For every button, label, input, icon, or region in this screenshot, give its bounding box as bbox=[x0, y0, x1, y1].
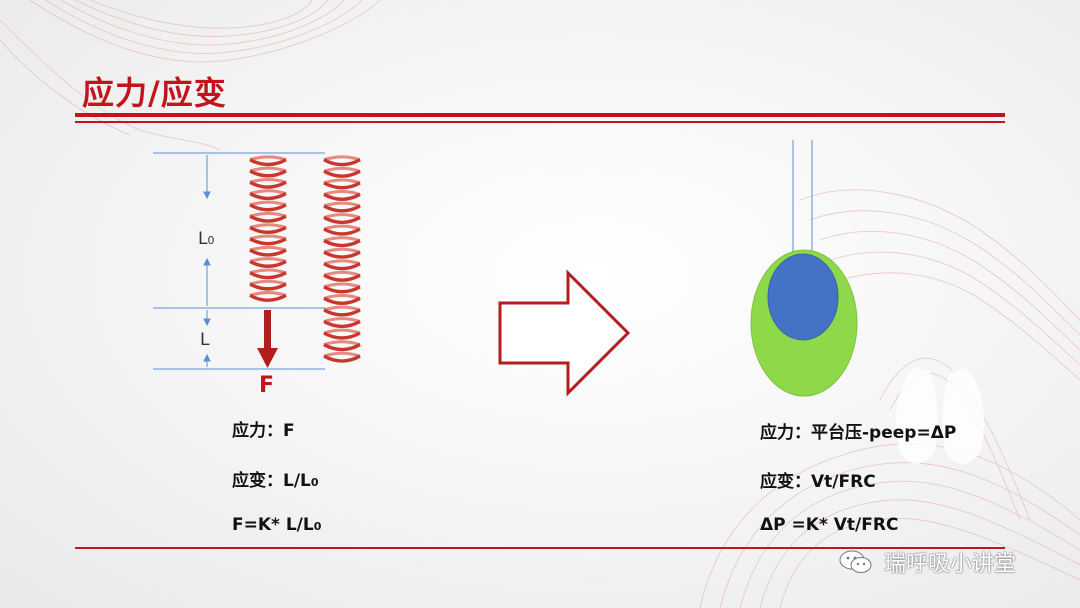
force-label: F bbox=[259, 373, 275, 398]
spring-long-coil-front bbox=[323, 227, 361, 236]
spring-long-coil-front bbox=[323, 285, 361, 294]
spring-short-coil-front bbox=[249, 180, 287, 189]
spring-long-coil-back bbox=[323, 340, 361, 347]
spring-short-coil-front bbox=[249, 214, 287, 223]
spring-short-coil-back bbox=[249, 257, 287, 263]
spring-long-coil-front bbox=[323, 319, 361, 329]
watermark-text: 瑞呼吸小讲堂 bbox=[884, 552, 1017, 577]
inner-frc-ellipse bbox=[767, 253, 839, 341]
spring-long-coil-front bbox=[323, 331, 361, 340]
spring-short-coil-front bbox=[249, 282, 287, 291]
spring-short-coil-front bbox=[249, 203, 287, 212]
spring-long-coil-back bbox=[323, 201, 361, 208]
spring-long-coil-back bbox=[323, 270, 361, 277]
spring-short-coil-back bbox=[249, 268, 287, 275]
spring-long-coil-back bbox=[323, 166, 361, 173]
spring-long-coil-back bbox=[323, 282, 361, 289]
spring-long-coil-back bbox=[323, 224, 361, 231]
right-strain-formula: 应变：Vt/FRC bbox=[760, 472, 876, 492]
slide-title: 应力/应变 bbox=[82, 74, 227, 112]
spring-long-coil-front bbox=[323, 204, 361, 213]
spring-long-coil-back bbox=[323, 213, 361, 219]
spring-long-coil-front bbox=[323, 250, 361, 259]
right-stress-formula: 应力：平台压-peep=ΔP bbox=[760, 423, 957, 443]
spring-long-coil-front bbox=[323, 158, 361, 167]
spring-short-coil-front bbox=[249, 226, 287, 235]
force-arrow bbox=[257, 310, 278, 368]
spring-short bbox=[249, 155, 287, 302]
spring-long bbox=[323, 155, 361, 363]
spring-long-coil-front bbox=[323, 169, 361, 178]
spring-long-coil-front bbox=[323, 273, 361, 282]
spring-short-coil-back bbox=[249, 177, 287, 184]
spring-short-coil-back bbox=[249, 189, 287, 196]
spring-long-coil-front bbox=[323, 343, 361, 352]
left-stress-formula: 应力：F bbox=[232, 421, 295, 441]
spring-short-coil-back bbox=[249, 155, 287, 162]
spring-short-coil-front bbox=[249, 293, 287, 302]
spring-long-coil-front bbox=[323, 296, 361, 306]
spring-long-coil-front bbox=[323, 308, 361, 317]
l0-label: L0 bbox=[198, 229, 215, 249]
spring-short-coil-back bbox=[249, 211, 287, 218]
spring-short-coil-back bbox=[249, 200, 287, 207]
spring-short-coil-back bbox=[249, 223, 287, 229]
spring-long-coil-back bbox=[323, 259, 361, 266]
spring-long-coil-back bbox=[323, 328, 361, 335]
wechat-icon bbox=[839, 550, 872, 573]
spring-long-coil-front bbox=[323, 181, 361, 190]
spring-long-coil-front bbox=[323, 192, 361, 202]
spring-long-coil-back bbox=[323, 294, 361, 300]
spring-long-coil-back bbox=[323, 155, 361, 162]
title-rule-thick bbox=[75, 113, 1005, 117]
spring-short-coil-back bbox=[249, 291, 287, 297]
spring-long-coil-front bbox=[323, 215, 361, 225]
spring-short-coil-back bbox=[249, 279, 287, 286]
title-rule-thin bbox=[75, 121, 1005, 123]
spring-short-coil-back bbox=[249, 245, 287, 252]
bottom-rule bbox=[75, 547, 1005, 549]
spring-long-coil-back bbox=[323, 236, 361, 243]
left-relation-formula: F=K* L/L0 bbox=[232, 515, 322, 535]
spring-long-coil-front bbox=[323, 262, 361, 271]
spring-short-coil-front bbox=[249, 271, 287, 280]
spring-short-coil-back bbox=[249, 234, 287, 241]
spring-long-coil-front bbox=[323, 354, 361, 363]
l-label: L bbox=[200, 330, 210, 350]
left-strain-formula: 应变：L/L0 bbox=[232, 471, 319, 491]
spring-long-coil-back bbox=[323, 247, 361, 254]
spring-short-coil-front bbox=[249, 248, 287, 257]
spring-short-coil-front bbox=[249, 192, 287, 201]
spring-short-coil-front bbox=[249, 169, 287, 178]
spring-short-coil-back bbox=[249, 166, 287, 173]
spring-long-coil-back bbox=[323, 317, 361, 323]
spring-short-coil-front bbox=[249, 237, 287, 246]
spring-long-coil-back bbox=[323, 305, 361, 312]
spring-short-coil-front bbox=[249, 158, 287, 167]
spring-long-coil-back bbox=[323, 178, 361, 185]
spring-long-coil-back bbox=[323, 190, 361, 196]
spring-long-coil-front bbox=[323, 239, 361, 248]
spring-long-coil-back bbox=[323, 351, 361, 358]
right-relation-formula: ΔP =K* Vt/FRC bbox=[760, 515, 899, 535]
spring-short-coil-front bbox=[249, 259, 287, 268]
